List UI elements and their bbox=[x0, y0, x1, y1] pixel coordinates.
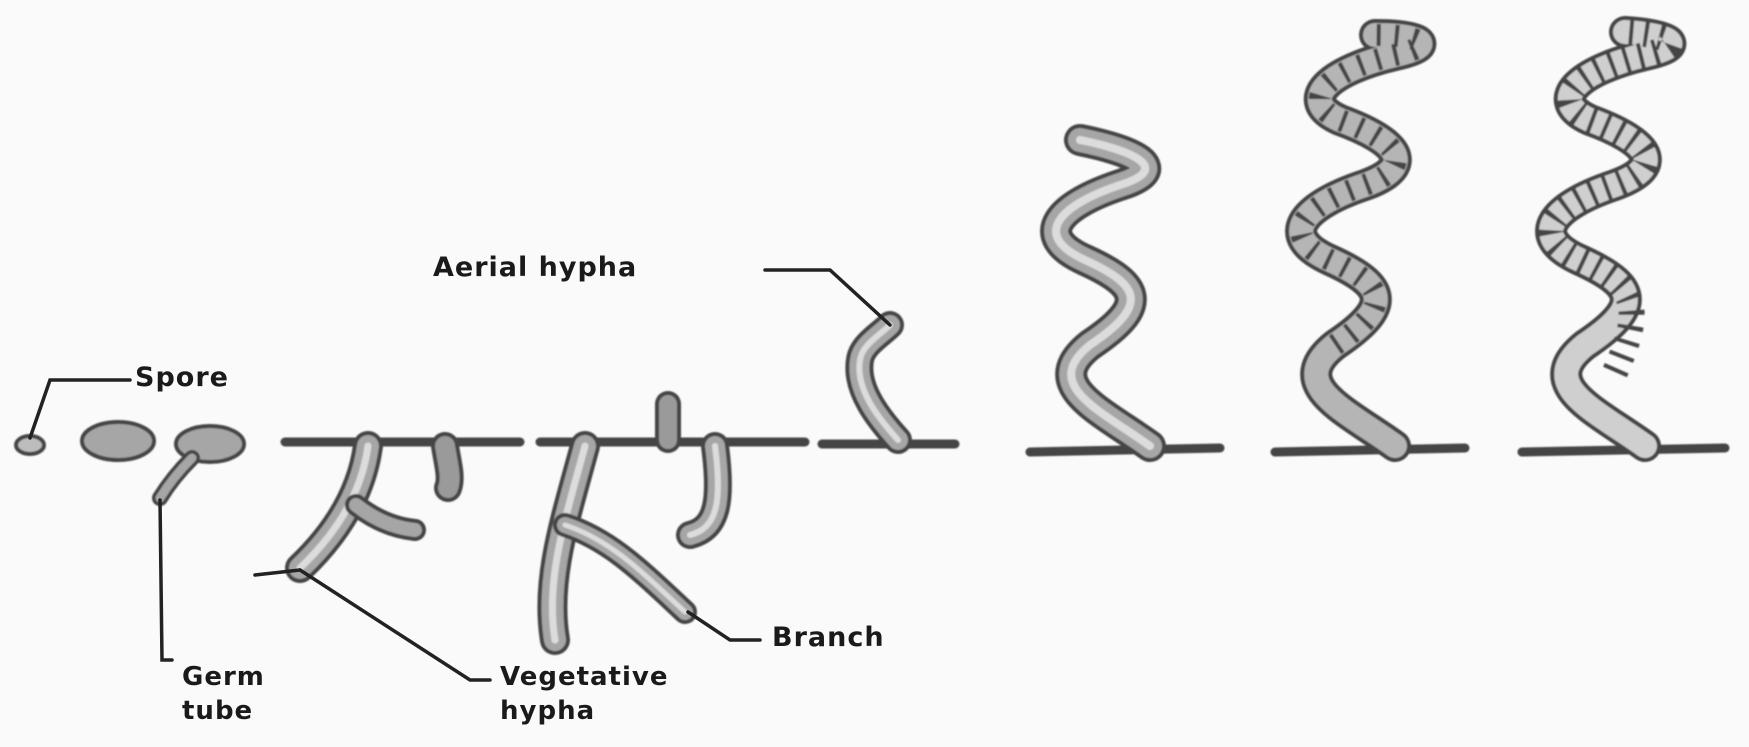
label-aerial-hypha: Aerial hypha bbox=[433, 252, 637, 283]
label-spore: Spore bbox=[135, 362, 229, 393]
label-germ-tube-line2: tube bbox=[182, 696, 253, 726]
label-vegetative-hypha-line1: Vegetative bbox=[500, 662, 668, 692]
label-branch: Branch bbox=[772, 622, 885, 653]
label-germ-tube-line1: Germ bbox=[182, 662, 265, 692]
label-vegetative-hypha-line2: hypha bbox=[500, 696, 595, 726]
